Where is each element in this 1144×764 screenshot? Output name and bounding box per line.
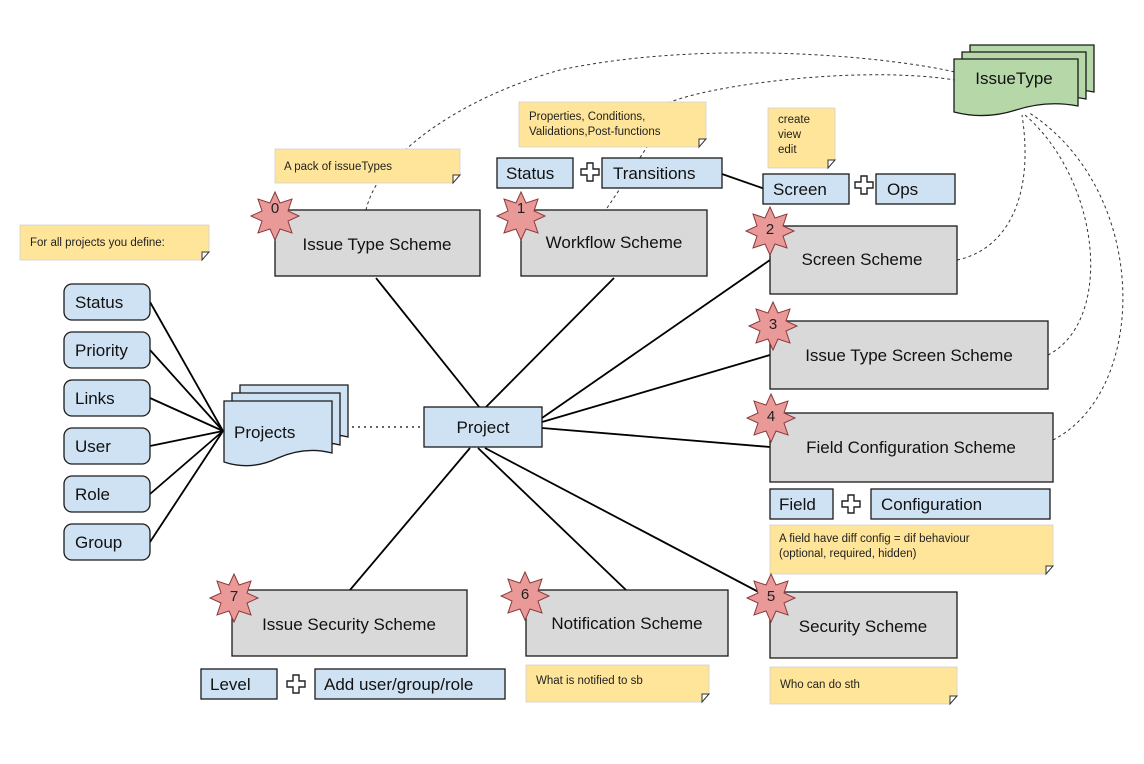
left-item-group-label: Group — [75, 533, 122, 552]
part-ops-label: Ops — [887, 180, 918, 199]
star-4: 4 — [745, 392, 797, 444]
left-item-status: Status — [63, 283, 151, 321]
left-item-status-label: Status — [75, 293, 123, 312]
star-1-label: 1 — [517, 200, 525, 217]
note-pack-text: A pack of issueTypes — [284, 161, 392, 173]
scheme-issue-security-label: Issue Security Scheme — [262, 615, 436, 634]
scheme-security-label: Security Scheme — [799, 617, 928, 636]
note-notified-text: What is notified to sb — [536, 675, 643, 687]
star-4-label: 4 — [767, 408, 775, 425]
edges — [149, 173, 771, 599]
field-configuration: Field Configuration — [769, 488, 1051, 520]
status-transitions: Status Transitions — [496, 157, 723, 189]
projects-stack: Projects — [223, 384, 349, 467]
scheme-security: Security Scheme — [769, 591, 958, 659]
left-item-links-label: Links — [75, 389, 115, 408]
scheme-notification-label: Notification Scheme — [551, 614, 702, 633]
scheme-notification: Notification Scheme — [525, 589, 729, 657]
plus-icon — [580, 162, 600, 182]
scheme-screen: Screen Scheme — [769, 225, 958, 295]
part-screen-label: Screen — [773, 180, 827, 199]
note-ops-view: view — [778, 129, 802, 141]
project-node: Project — [423, 406, 543, 448]
plus-icon — [854, 175, 874, 195]
note-ops-edit: edit — [778, 144, 797, 156]
note-properties: Properties, Conditions, Validations,Post… — [518, 101, 708, 149]
scheme-issue-type-screen: Issue Type Screen Scheme — [769, 320, 1049, 390]
star-0-label: 0 — [271, 200, 279, 217]
scheme-screen-label: Screen Scheme — [802, 250, 923, 269]
scheme-field-config: Field Configuration Scheme — [769, 412, 1054, 483]
part-field-label: Field — [779, 495, 816, 514]
note-field-behaviour: A field have diff config = dif behaviour… — [769, 524, 1055, 576]
left-item-user-label: User — [75, 437, 111, 456]
star-5: 5 — [745, 572, 797, 624]
left-item-role-label: Role — [75, 485, 110, 504]
star-5-label: 5 — [767, 588, 775, 605]
part-status-label: Status — [506, 164, 554, 183]
scheme-issue-type: Issue Type Scheme — [274, 209, 481, 277]
scheme-workflow: Workflow Scheme — [520, 209, 708, 277]
note-all-projects-text: For all projects you define: — [30, 237, 165, 249]
note-notified: What is notified to sb — [525, 664, 711, 704]
scheme-issue-type-screen-label: Issue Type Screen Scheme — [805, 346, 1013, 365]
note-pack: A pack of issueTypes — [274, 148, 462, 185]
issuetype-stack: IssueType — [953, 44, 1095, 117]
note-who: Who can do sth — [769, 666, 959, 706]
note-all-projects: For all projects you define: — [19, 224, 211, 262]
part-add-user-label: Add user/group/role — [324, 675, 473, 694]
star-3-label: 3 — [769, 316, 777, 333]
left-item-priority-label: Priority — [75, 341, 128, 360]
star-2-label: 2 — [766, 221, 774, 238]
part-transitions-label: Transitions — [613, 164, 696, 183]
level-adduser: Level Add user/group/role — [200, 668, 506, 700]
scheme-issue-type-label: Issue Type Scheme — [303, 235, 452, 254]
left-item-group: Group — [63, 523, 151, 561]
star-1: 1 — [495, 190, 547, 242]
star-3: 3 — [747, 300, 799, 352]
note-properties-line-2: Validations,Post-functions — [529, 126, 661, 138]
note-who-text: Who can do sth — [780, 679, 860, 691]
part-configuration-label: Configuration — [881, 495, 982, 514]
note-ops-list: create view edit — [767, 107, 837, 170]
projects-label: Projects — [234, 423, 295, 442]
plus-icon — [286, 674, 306, 694]
scheme-workflow-label: Workflow Scheme — [546, 233, 683, 252]
part-level-label: Level — [210, 675, 251, 694]
star-0: 0 — [249, 190, 301, 242]
left-item-role: Role — [63, 475, 151, 513]
star-6: 6 — [499, 570, 551, 622]
scheme-issue-security: Issue Security Scheme — [231, 589, 468, 657]
left-item-user: User — [63, 427, 151, 465]
star-7-label: 7 — [230, 588, 238, 605]
star-2: 2 — [744, 205, 796, 257]
plus-icon — [841, 494, 861, 514]
left-items: Status Priority Links User Role Group — [63, 283, 151, 561]
left-item-priority: Priority — [63, 331, 151, 369]
issuetype-label: IssueType — [975, 69, 1053, 88]
screen-ops: Screen Ops — [762, 173, 956, 205]
note-field-behaviour-line-1: A field have diff config = dif behaviour — [779, 533, 970, 545]
star-7: 7 — [208, 572, 260, 624]
star-6-label: 6 — [521, 586, 529, 603]
note-field-behaviour-line-2: (optional, required, hidden) — [779, 548, 917, 560]
scheme-field-config-label: Field Configuration Scheme — [806, 438, 1016, 457]
project-label: Project — [457, 418, 510, 437]
note-ops-create: create — [778, 114, 810, 126]
note-properties-line-1: Properties, Conditions, — [529, 111, 645, 123]
left-item-links: Links — [63, 379, 151, 417]
